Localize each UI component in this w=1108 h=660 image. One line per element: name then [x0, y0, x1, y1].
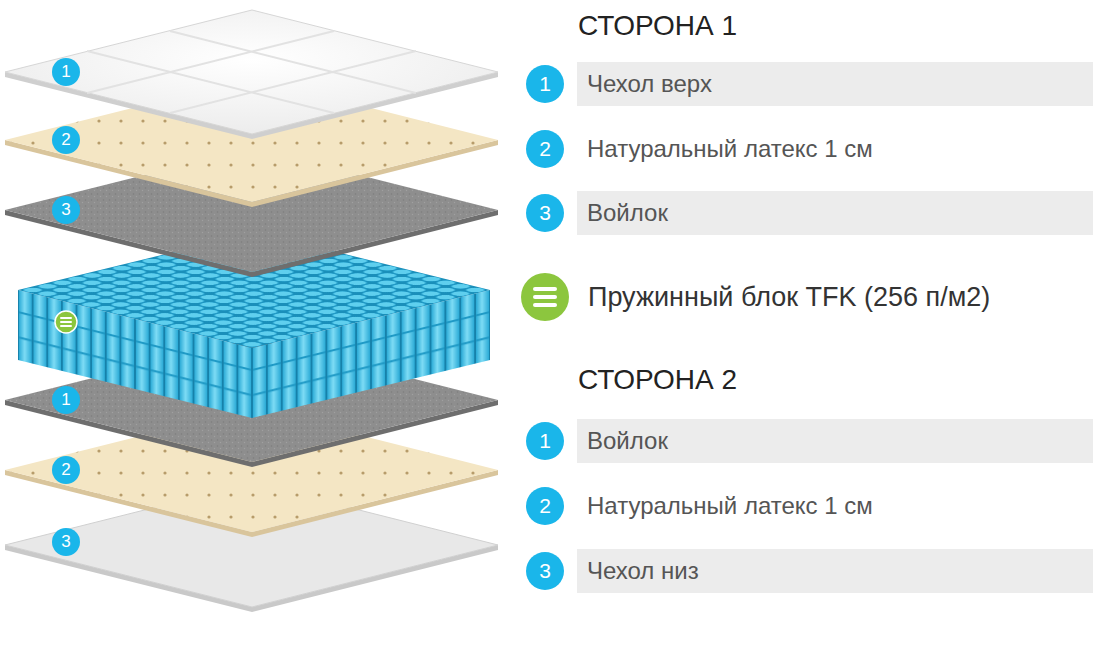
layer-name: Натуральный латекс 1 см	[587, 135, 873, 163]
layer-name: Чехол низ	[587, 557, 699, 585]
callout-number-text: 3	[61, 200, 70, 220]
callout-number-text: 1	[539, 429, 551, 453]
callout-number-text: 1	[61, 390, 70, 410]
callout-number-text: 3	[61, 532, 70, 552]
layer-label-box: Войлок	[577, 191, 1093, 235]
callout-number-text: 2	[61, 460, 70, 480]
layer-name: Натуральный латекс 1 см	[587, 492, 873, 520]
layer-label-box: Натуральный латекс 1 см	[577, 127, 1093, 171]
callout-number-text: 3	[539, 559, 551, 583]
callout-number-text: 1	[539, 72, 551, 96]
side-heading: СТОРОНА 1	[578, 10, 737, 42]
callout-number-text: 3	[539, 201, 551, 225]
layer-name: Чехол верх	[587, 70, 712, 98]
callout-number: 1	[526, 422, 564, 460]
callout-number-text: 2	[539, 137, 551, 161]
layer-label-box: Чехол низ	[577, 549, 1093, 593]
spring-block-label: Пружинный блок TFK (256 п/м2)	[588, 282, 990, 313]
callout-number: 2	[526, 130, 564, 168]
layer-label-box: Войлок	[577, 419, 1093, 463]
callout-number: 1	[52, 58, 80, 86]
callout-number-text: 2	[61, 130, 70, 150]
callout-number: 2	[52, 126, 80, 154]
callout-number: 3	[52, 528, 80, 556]
callout-number: 1	[526, 65, 564, 103]
callout-number-text: 1	[61, 62, 70, 82]
layer-label-box: Чехол верх	[577, 62, 1093, 106]
callout-number: 2	[526, 487, 564, 525]
callout-number: 2	[52, 456, 80, 484]
callout-number-text: 2	[539, 494, 551, 518]
callout-number: 3	[52, 196, 80, 224]
layer-label-box: Натуральный латекс 1 см	[577, 484, 1093, 528]
callout-number: 3	[526, 194, 564, 232]
callout-number: 1	[52, 386, 80, 414]
side-heading: СТОРОНА 2	[578, 364, 737, 396]
layer-name: Войлок	[587, 427, 668, 455]
callout-number: 3	[526, 552, 564, 590]
layer-name: Войлок	[587, 199, 668, 227]
